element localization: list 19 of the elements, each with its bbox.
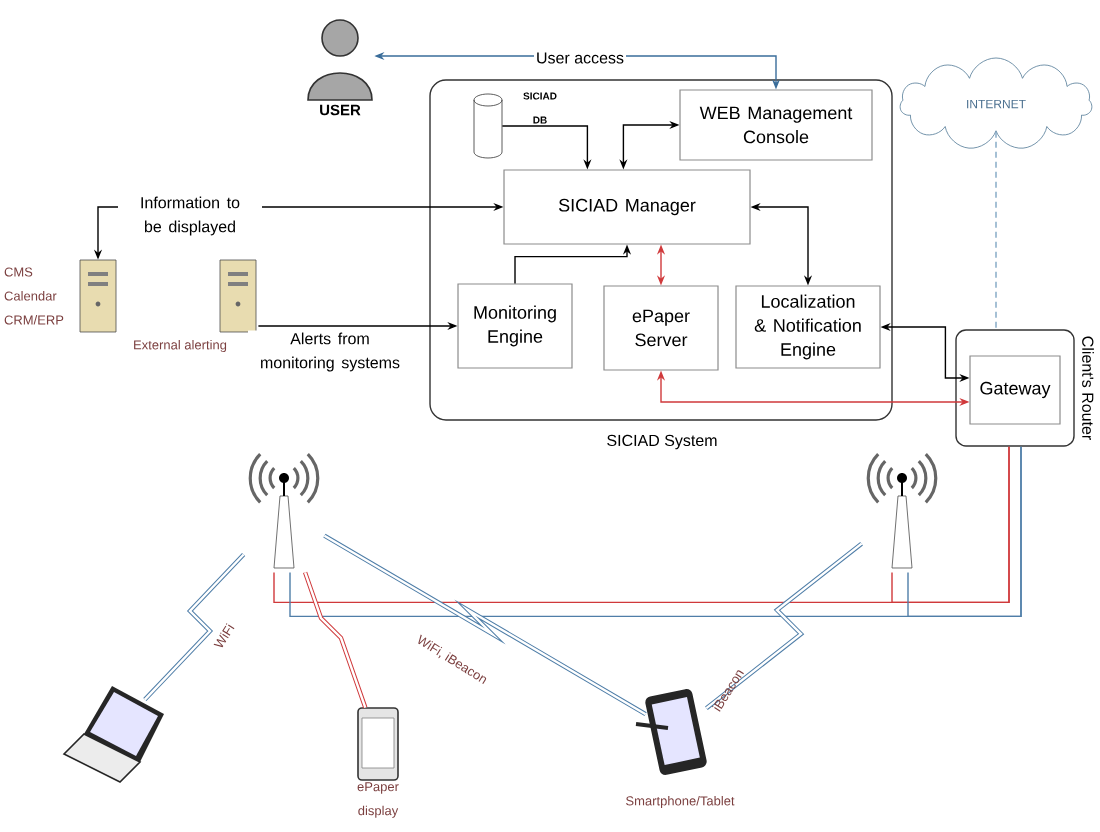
process-box: Gateway	[969, 355, 1061, 425]
container-label: SICIAD System	[607, 434, 717, 450]
process-box: Localization & Notification Engine	[735, 285, 881, 369]
antenna-icon	[866, 453, 938, 569]
process-box: ePaper Server	[603, 285, 719, 371]
antenna-icon	[248, 453, 320, 569]
wireless-link	[323, 533, 647, 717]
router-label: Client's Router	[1082, 336, 1094, 440]
edge-label: Information to be displayed	[118, 194, 262, 238]
edge-label: Alerts from monitoring systems	[248, 330, 412, 374]
process-box: WEB Management Console	[679, 89, 873, 161]
connector-line	[907, 446, 1022, 618]
process-box: SICIAD Manager	[503, 169, 751, 245]
connector-line	[891, 446, 1010, 604]
wireless-link	[303, 571, 368, 709]
edge-label: User access	[534, 50, 626, 66]
wireless-link	[143, 553, 246, 702]
process-box: Monitoring Engine	[457, 283, 573, 369]
wireless-link	[705, 541, 863, 710]
